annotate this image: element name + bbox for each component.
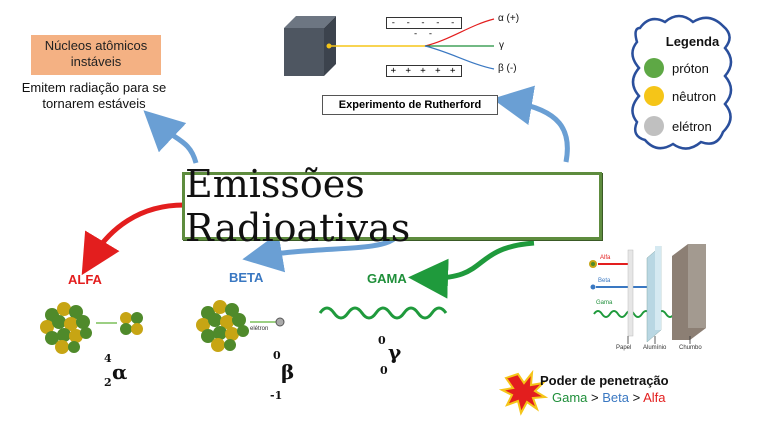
unstable-nuclei-box: Núcleos atômicos instáveis [31,35,161,75]
alfa-label: ALFA [68,272,102,287]
arrow-to-alfa [81,202,185,276]
negative-plate: - - - - - - - [386,17,462,39]
alpha-ray-label: α (+) [498,13,520,24]
shield-alfa-label: Alfa [600,255,611,261]
alfa-atomic-number: 2 [104,376,112,389]
penetration-beta: Beta [602,390,629,405]
unstable-nuclei-description: Emitem radiação para se tornarem estávei… [21,80,167,111]
explosion-icon [498,369,549,416]
beta-nucleus [196,300,249,352]
beta-label: BETA [229,270,264,285]
arrow-to-gama [408,240,535,299]
legend-cloud [631,14,733,150]
proton-dot-icon [644,58,664,78]
penetration-title: Poder de penetração [540,373,669,388]
penetration-sep-1: > [587,390,603,405]
penetration-order: Gama > Beta > Alfa [552,390,666,405]
rutherford-experiment-label: Experimento de Rutherford [322,95,498,115]
main-title-box: Emissões Radioativas [182,162,602,250]
arrow-to-rutherford [492,85,570,163]
penetration-sep-2: > [628,390,644,405]
alpha-particle [120,312,143,335]
legend-label-neutron: nêutron [672,88,717,104]
gama-atomic-number: 0 [380,364,388,377]
gama-label: GAMA [367,271,407,286]
alfa-mass-number: 4 [104,352,112,365]
shielding-diagram [589,244,706,344]
electron-dot-icon [644,116,664,136]
arrow-to-beta [242,232,397,273]
beta-mass-number: 0 [273,349,281,362]
alfa-greek-letter: α [112,360,128,384]
penetration-alfa: Alfa [643,390,666,405]
legend-item-electron: elétron [644,116,712,136]
penetration-gama: Gama [552,390,588,405]
neutron-dot-icon [644,86,664,106]
beta-ray-label: β (-) [498,63,517,74]
positive-plate: + + + + + [386,65,462,77]
legend-title: Legenda [665,34,720,49]
shield-paper-label: Papel [616,345,632,351]
shield-aluminum-label: Alumínio [643,345,667,351]
gama-mass-number: 0 [378,334,386,347]
alfa-nucleus [40,302,92,354]
legend-label-electron: elétron [672,118,712,134]
legend: Legenda próton nêutron elétron [640,30,740,150]
electron-particle [275,317,285,327]
gama-greek-letter: γ [388,340,402,364]
main-title: Emissões Radioativas [185,162,411,250]
beta-atomic-number: -1 [270,389,283,402]
beta-greek-letter: β [281,360,295,384]
legend-item-proton: próton [644,58,709,78]
shield-gama-label: Gama [596,300,613,306]
arrow-to-stable [143,110,199,164]
shield-lead-label: Chumbo [679,345,702,351]
legend-item-neutron: nêutron [644,86,716,106]
gamma-ray-label: γ [499,40,504,51]
gamma-wave [318,306,448,320]
unstable-nuclei-label: Núcleos atômicos instáveis [44,38,148,69]
radiation-source-box [284,16,336,76]
electron-label: elétron [250,326,269,332]
legend-label-proton: próton [672,60,709,76]
shield-beta-label: Beta [598,278,611,284]
